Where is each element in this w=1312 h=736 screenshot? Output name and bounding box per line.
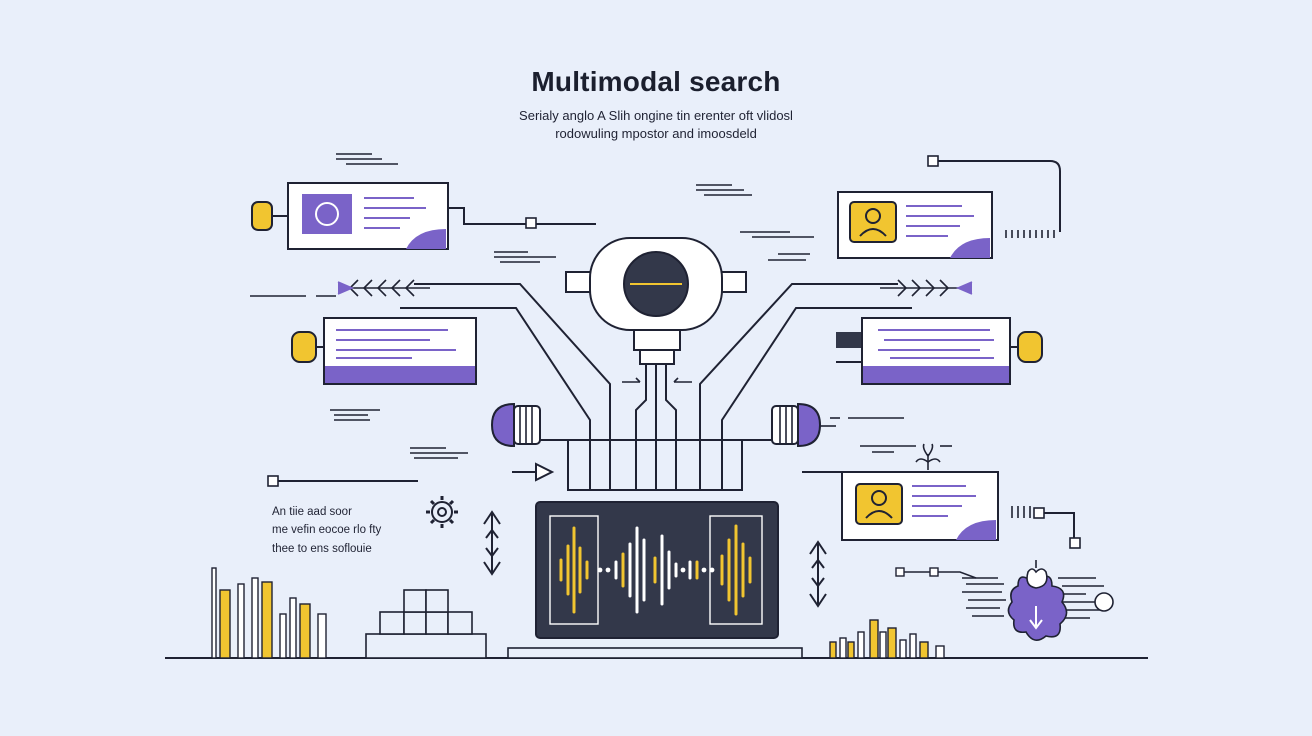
circle-icon [315, 202, 339, 226]
waveform-monitor [507, 501, 803, 659]
double-arrow-icon [809, 540, 827, 608]
bar-cluster-right [829, 619, 945, 659]
neck-arrows [622, 377, 692, 383]
card-lower-right [802, 443, 1081, 549]
side-note-line-2: me vefin eocoe rlo fty [272, 524, 382, 536]
chevron-connector-left [250, 279, 430, 297]
decorative-lines [330, 153, 1108, 619]
person-icon [865, 490, 893, 519]
hub-wiring [400, 283, 912, 491]
lock-icon [771, 402, 822, 448]
badge-download-icon [895, 560, 1114, 641]
card-top-left [251, 182, 596, 250]
lock-icon [490, 402, 541, 448]
waveform-icon [559, 524, 752, 616]
person-icon [859, 208, 887, 237]
sprout-icon [915, 443, 941, 470]
side-note-line-1: An tiie aad soor [272, 506, 352, 518]
gear-icon [426, 496, 458, 528]
central-hub [565, 237, 747, 365]
bar-cluster-left [211, 567, 327, 659]
double-arrow-icon [483, 510, 501, 576]
subtitle-line-1: Serialy anglo A Slih ongine tin erenter … [519, 108, 793, 123]
card-top-right [837, 155, 1061, 259]
chevron-connector-right [880, 279, 973, 297]
diagram-title: Multimodal search [531, 66, 781, 97]
play-arrow-icon [512, 462, 555, 482]
pointer-left [267, 475, 418, 487]
card-mid-left [291, 317, 477, 385]
side-note-line-3: thee to ens soflouie [272, 543, 372, 555]
card-mid-right [836, 317, 1043, 385]
block-stack [365, 589, 487, 659]
subtitle-line-2: rodowuling mpostor and imoosdeld [555, 126, 757, 141]
